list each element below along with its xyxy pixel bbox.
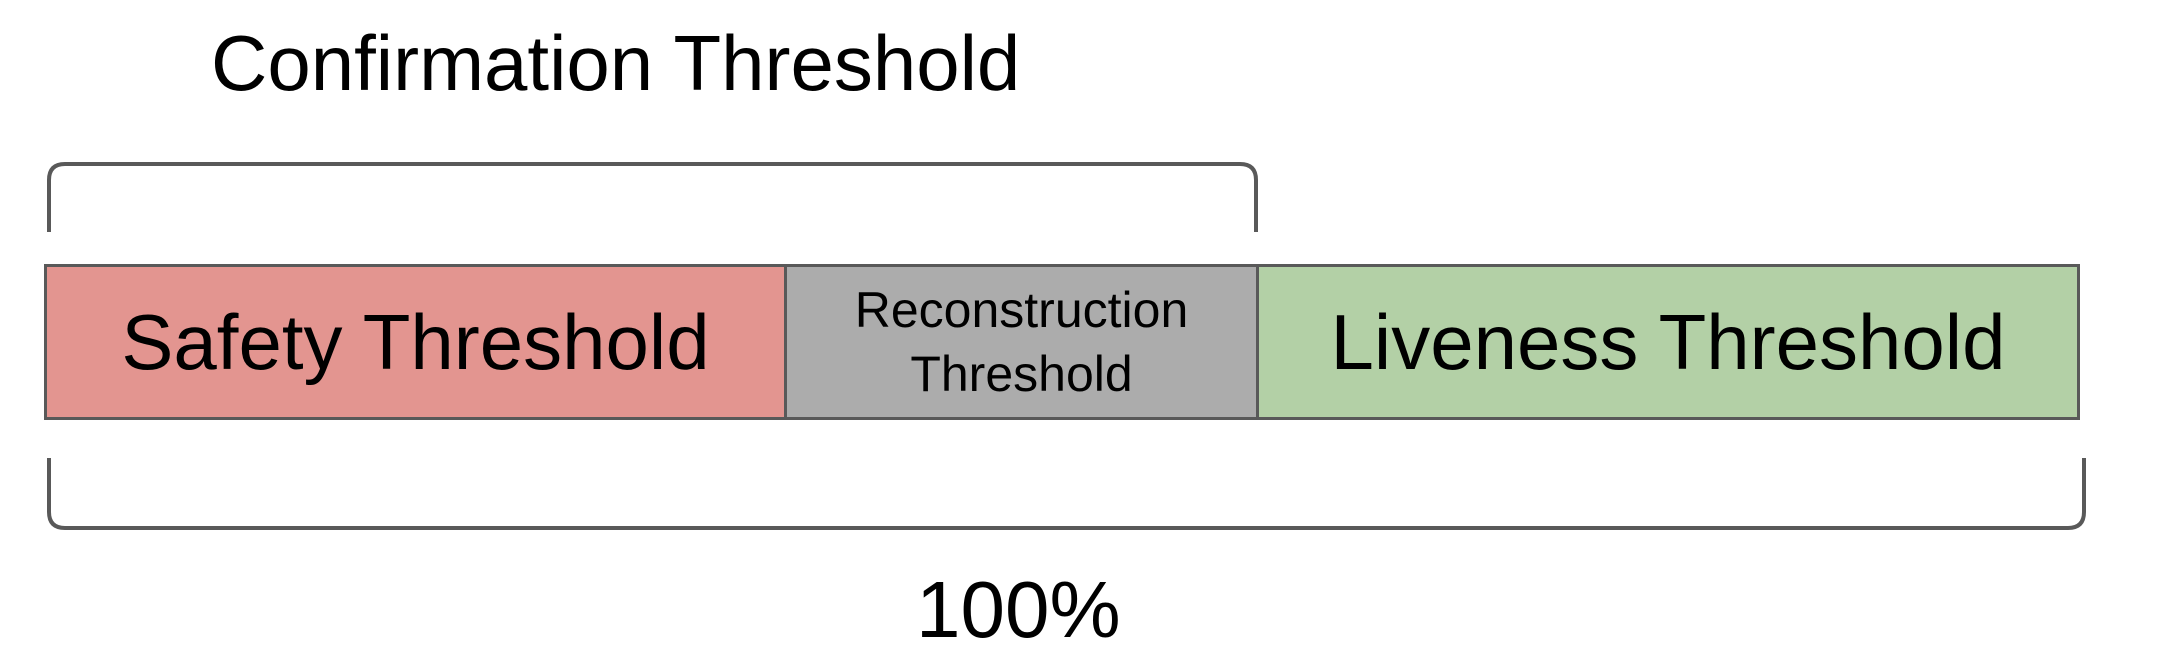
liveness-threshold-label: Liveness Threshold bbox=[1330, 298, 2006, 386]
bottom-brace-path bbox=[47, 458, 2086, 530]
liveness-threshold-segment: Liveness Threshold bbox=[1259, 267, 2077, 417]
threshold-bar: Safety Threshold Reconstruction Threshol… bbox=[44, 264, 2080, 420]
safety-threshold-segment: Safety Threshold bbox=[47, 267, 787, 417]
confirmation-threshold-label: Confirmation Threshold bbox=[211, 19, 1021, 107]
reconstruction-threshold-label-line1: Reconstruction bbox=[854, 282, 1189, 338]
total-percentage-label: 100% bbox=[916, 565, 1121, 654]
reconstruction-threshold-segment: Reconstruction Threshold bbox=[787, 267, 1259, 417]
reconstruction-threshold-label-line2: Threshold bbox=[910, 346, 1133, 402]
top-brace-path bbox=[47, 162, 1258, 232]
safety-threshold-label: Safety Threshold bbox=[121, 298, 710, 386]
